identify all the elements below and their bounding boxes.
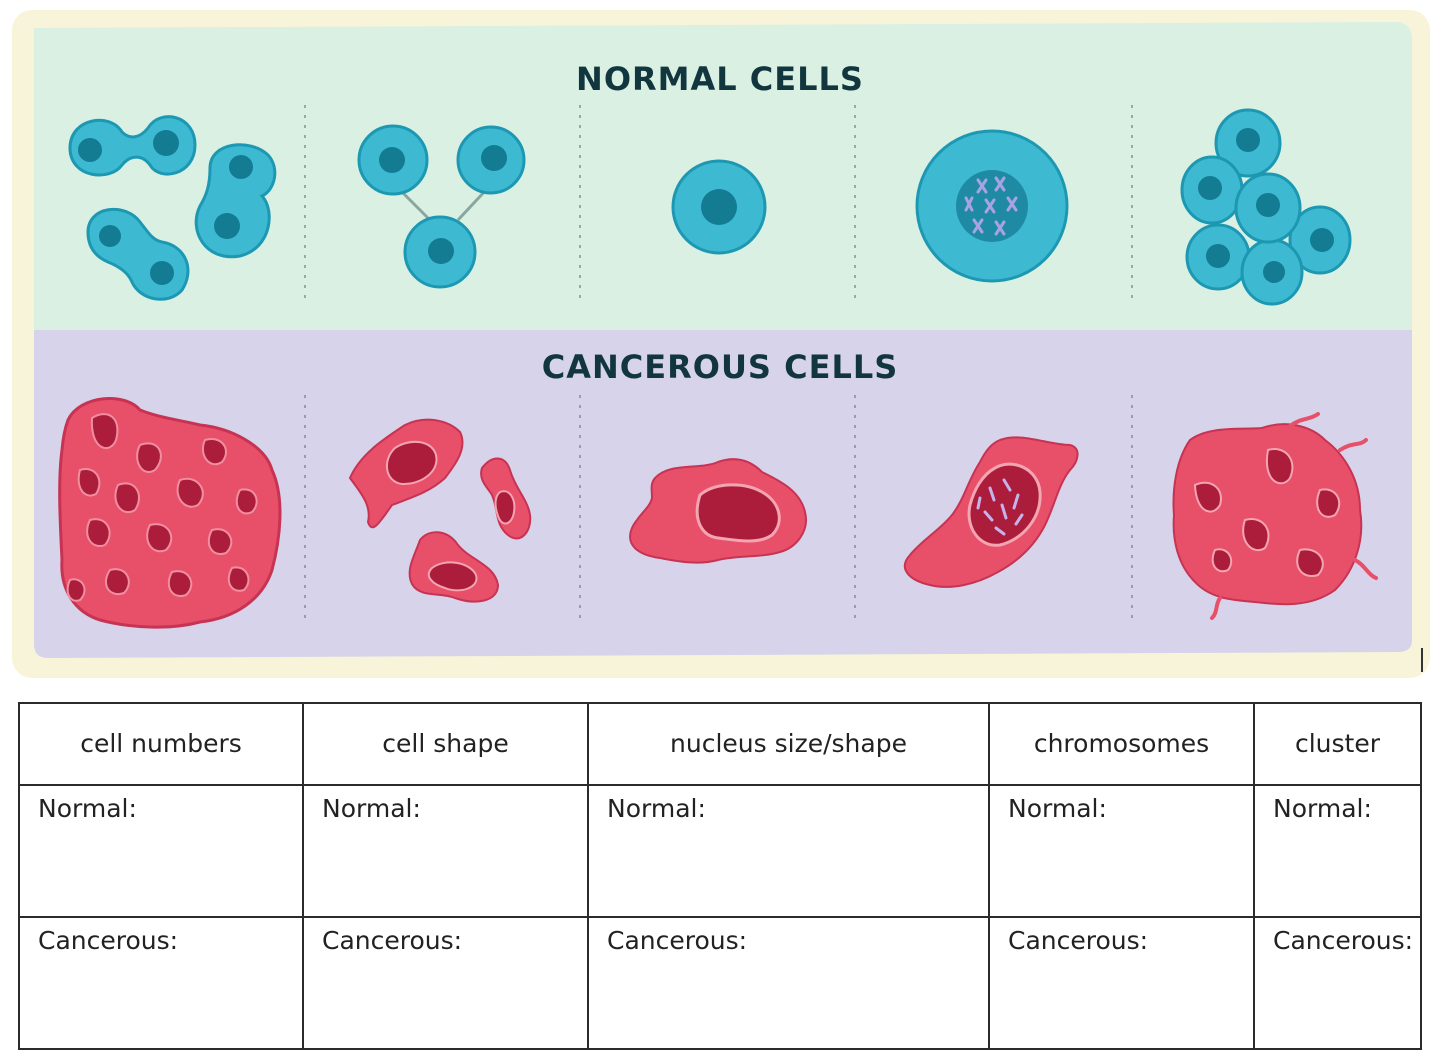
normal-nucleus-illustration xyxy=(671,159,767,255)
cancer-cell-numbers-illustration xyxy=(58,397,282,629)
header-cell-numbers: cell numbers xyxy=(18,702,304,786)
header-cell-shape: cell shape xyxy=(302,702,589,786)
normal-cluster-cell[interactable]: Normal: xyxy=(1253,784,1422,918)
worksheet-header-row: cell numbers cell shape nucleus size/sha… xyxy=(18,702,1422,786)
column-dividers-normal xyxy=(304,105,1133,305)
header-chromosomes: chromosomes xyxy=(988,702,1255,786)
normal-chromosomes-cell[interactable]: Normal: xyxy=(988,784,1255,918)
cancerous-cells-title: CANCEROUS CELLS xyxy=(542,348,899,386)
normal-chromosomes-illustration xyxy=(915,129,1069,283)
normal-cells-title: NORMAL CELLS xyxy=(576,60,864,98)
header-cluster: cluster xyxy=(1253,702,1422,786)
normal-nucleus-cell[interactable]: Normal: xyxy=(587,784,990,918)
cancerous-chromosomes-cell[interactable]: Cancerous: xyxy=(988,916,1255,1050)
cancerous-cell-shape-cell[interactable]: Cancerous: xyxy=(302,916,589,1050)
column-dividers-cancerous xyxy=(304,395,1133,625)
worksheet-row-normal: Normal: Normal: Normal: Normal: Normal: xyxy=(18,784,1422,918)
cancer-nucleus-illustration xyxy=(629,458,807,564)
normal-cluster-illustration xyxy=(1180,108,1352,306)
figure-canvas: NORMAL CELLS CANCEROUS CELLS xyxy=(12,10,1430,678)
cancer-cluster-illustration xyxy=(1172,412,1378,620)
cancer-chromosomes-illustration xyxy=(903,436,1079,588)
cancerous-cell-numbers-cell[interactable]: Cancerous: xyxy=(18,916,304,1050)
cancerous-nucleus-cell[interactable]: Cancerous: xyxy=(587,916,990,1050)
normal-cell-numbers-cell[interactable]: Normal: xyxy=(18,784,304,918)
comparison-worksheet-table: cell numbers cell shape nucleus size/sha… xyxy=(18,702,1422,1050)
cell-comparison-figure: NORMAL CELLS CANCEROUS CELLS xyxy=(12,10,1430,678)
normal-cell-shape-illustration xyxy=(357,124,526,289)
normal-cell-shape-cell[interactable]: Normal: xyxy=(302,784,589,918)
cancer-cell-shape-illustration xyxy=(348,418,532,603)
worksheet-row-cancerous: Cancerous: Cancerous: Cancerous: Cancero… xyxy=(18,916,1422,1050)
normal-nuclei-group-1 xyxy=(78,130,253,285)
cancerous-cluster-cell[interactable]: Cancerous: xyxy=(1253,916,1422,1050)
header-nucleus-size-shape: nucleus size/shape xyxy=(587,702,990,786)
